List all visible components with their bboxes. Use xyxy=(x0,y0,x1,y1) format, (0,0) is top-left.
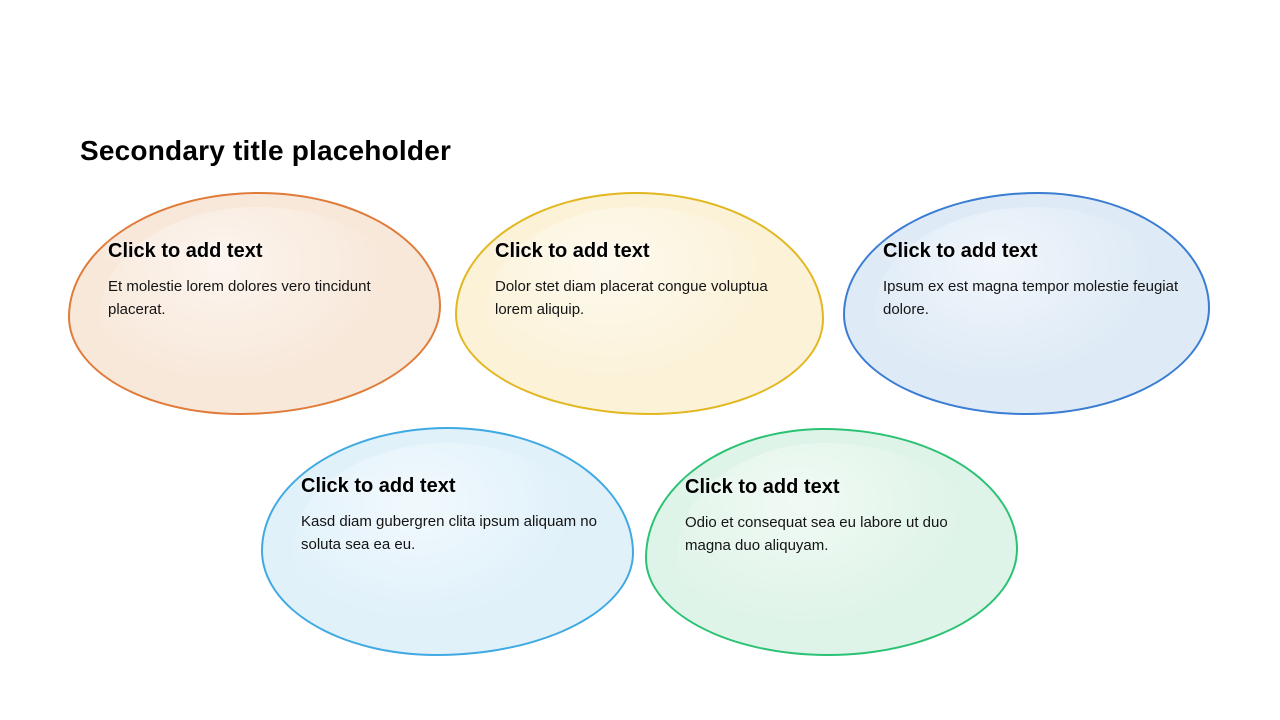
bubble-orange[interactable]: Click to add text Et molestie lorem dolo… xyxy=(68,192,441,415)
bubble-body-text[interactable]: Dolor stet diam placerat congue voluptua… xyxy=(495,278,768,318)
bubble-green[interactable]: Click to add text Odio et consequat sea … xyxy=(645,428,1018,656)
bubble-text-block: Click to add text Et molestie lorem dolo… xyxy=(108,238,410,321)
bubble-heading-placeholder[interactable]: Click to add text xyxy=(108,240,263,262)
bubble-heading-placeholder[interactable]: Click to add text xyxy=(883,240,1038,262)
bubble-blue[interactable]: Click to add text Ipsum ex est magna tem… xyxy=(843,192,1210,415)
page-title[interactable]: Secondary title placeholder xyxy=(80,135,452,166)
bubble-text-block: Click to add text Odio et consequat sea … xyxy=(685,474,987,557)
bubble-yellow[interactable]: Click to add text Dolor stet diam placer… xyxy=(455,192,824,415)
bubble-heading-placeholder[interactable]: Click to add text xyxy=(301,475,456,497)
bubble-text-block: Click to add text Ipsum ex est magna tem… xyxy=(883,238,1185,321)
bubble-text-block: Click to add text Dolor stet diam placer… xyxy=(495,238,797,321)
bubble-body-text[interactable]: Ipsum ex est magna tempor molestie feugi… xyxy=(883,278,1179,318)
bubble-body-text[interactable]: Odio et consequat sea eu labore ut duo m… xyxy=(685,514,948,554)
bubble-body-text[interactable]: Et molestie lorem dolores vero tincidunt… xyxy=(108,278,371,318)
bubble-heading-placeholder[interactable]: Click to add text xyxy=(495,240,650,262)
bubble-heading-placeholder[interactable]: Click to add text xyxy=(685,476,840,498)
bubble-body-text[interactable]: Kasd diam gubergren clita ipsum aliquam … xyxy=(301,513,597,553)
bubble-sky-blue[interactable]: Click to add text Kasd diam gubergren cl… xyxy=(261,427,634,656)
bubble-text-block: Click to add text Kasd diam gubergren cl… xyxy=(301,473,603,556)
